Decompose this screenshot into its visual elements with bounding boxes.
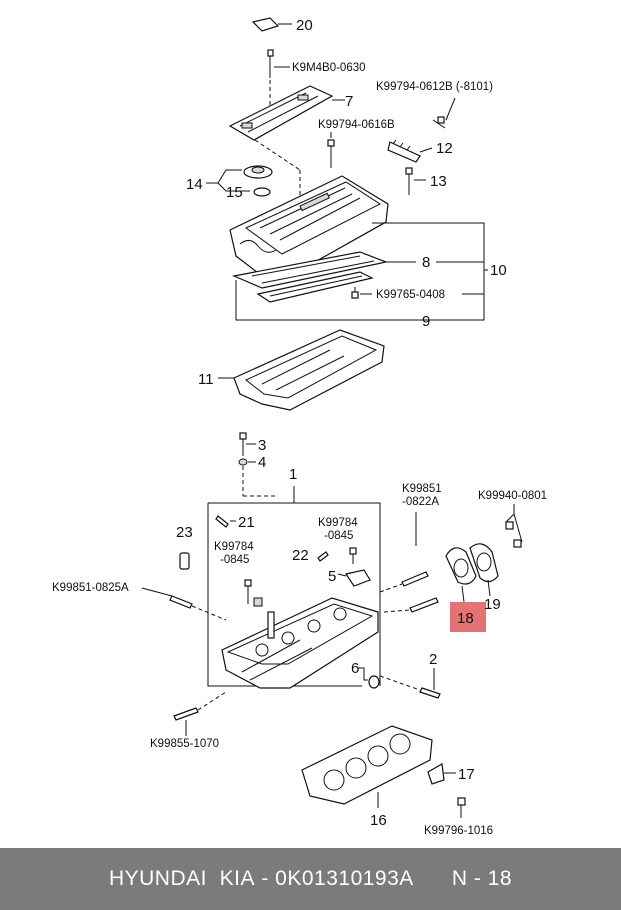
label-1: 1 (289, 466, 297, 483)
label-7: 7 (345, 93, 353, 110)
part-23-dowel[interactable] (179, 552, 190, 570)
label-k9m4b0-0630: K9M4B0-0630 (292, 62, 366, 74)
label-12: 12 (436, 140, 453, 157)
part-3-bolt[interactable] (239, 432, 256, 456)
label-14: 14 (186, 176, 203, 193)
label-k99784-left-line1: K99784 (214, 541, 254, 553)
part-12-bracket[interactable] (387, 139, 433, 163)
label-22: 22 (292, 547, 309, 564)
footer-brand: HYUNDAI KIA (108, 867, 255, 890)
bolt-k9m4b0-0630[interactable] (267, 49, 290, 78)
label-8: 8 (422, 254, 430, 271)
bolt-k99784-0845-right[interactable] (349, 547, 357, 564)
exploded-parts-diagram: 20 K9M4B0-0630 7 K99794-0612B (-8101) K9… (52, 17, 547, 837)
part-11-head-gasket-seal[interactable] (233, 329, 385, 411)
label-k99765-0408: K99765-0408 (376, 289, 445, 301)
highlight-box-18[interactable] (450, 602, 486, 632)
label-3: 3 (258, 437, 266, 454)
footer-part-number: 0K01310193A (275, 867, 414, 890)
bolt-k99794-0612b[interactable] (432, 97, 456, 129)
cylinder-head-cover[interactable] (229, 175, 389, 277)
part-21-pin[interactable] (215, 515, 236, 528)
label-k99851-line2: -0822A (402, 496, 439, 508)
label-k99794-0612b: K99794-0612B (-8101) (376, 81, 493, 93)
label-23: 23 (176, 524, 193, 541)
label-9: 9 (422, 313, 430, 330)
label-k99784-right-line1: K99784 (318, 517, 358, 529)
part-2-stud[interactable] (419, 668, 441, 699)
label-k99851-0825a: K99851-0825A (52, 582, 129, 594)
label-19: 19 (484, 596, 501, 613)
label-k99784-left-line2: -0845 (220, 554, 249, 566)
label-k99796-1016: K99796-1016 (424, 825, 493, 837)
nut-k99940-0801[interactable] (505, 504, 523, 548)
label-20: 20 (296, 17, 313, 34)
label-k99794-0616b: K99794-0616B (318, 119, 395, 131)
part-6-plug[interactable] (358, 667, 380, 689)
label-15: 15 (226, 184, 243, 201)
bolt-k99796-1016[interactable] (457, 797, 466, 818)
part-7-cover[interactable] (228, 85, 345, 141)
label-11: 11 (198, 371, 214, 388)
bolt-k99784-0845-left[interactable] (244, 579, 263, 607)
label-k99855-1070: K99855-1070 (150, 738, 219, 750)
part-18-gasket[interactable] (445, 547, 477, 585)
bolt-k99794-0616b[interactable] (327, 132, 335, 168)
cylinder-head[interactable] (221, 597, 379, 689)
part-19-plate[interactable] (469, 543, 499, 583)
stud-k99855-1070[interactable] (173, 707, 199, 736)
part-15-gasket[interactable] (253, 187, 271, 197)
label-k99940-0801: K99940-0801 (478, 490, 547, 502)
part-4-washer[interactable] (238, 458, 256, 466)
label-6: 6 (351, 660, 359, 677)
part-22-pin[interactable] (317, 551, 329, 562)
part-9-baffle[interactable] (256, 271, 374, 303)
footer-page-ref: N - 18 (451, 867, 513, 890)
label-16: 16 (370, 812, 387, 829)
label-5: 5 (328, 568, 336, 585)
footer-separator: - (255, 867, 276, 890)
part-13-bolt[interactable] (405, 167, 426, 195)
stud-k99851-0825a[interactable] (141, 587, 193, 609)
label-k99851-line1: K99851 (402, 483, 442, 495)
footer-bar: HYUNDAI KIA - 0K01310193A N - 18 (0, 848, 621, 910)
part-5-hanger[interactable] (337, 569, 371, 587)
label-17: 17 (458, 766, 475, 783)
part-16-head-gasket[interactable] (301, 725, 433, 805)
bolt-k99765-0408[interactable] (351, 287, 359, 299)
label-k99784-right-line2: -0845 (324, 530, 353, 542)
part-14-oil-cap[interactable] (243, 165, 273, 179)
label-21: 21 (238, 514, 255, 531)
label-18: 18 (457, 610, 474, 627)
part-20-cap[interactable] (251, 17, 292, 32)
label-10: 10 (490, 262, 507, 279)
label-4: 4 (258, 454, 266, 471)
part-17-bracket[interactable] (427, 763, 456, 785)
stud-k99851-0822a[interactable] (401, 512, 439, 613)
label-13: 13 (430, 173, 447, 190)
footer-gap (414, 867, 452, 891)
label-2: 2 (429, 651, 437, 668)
